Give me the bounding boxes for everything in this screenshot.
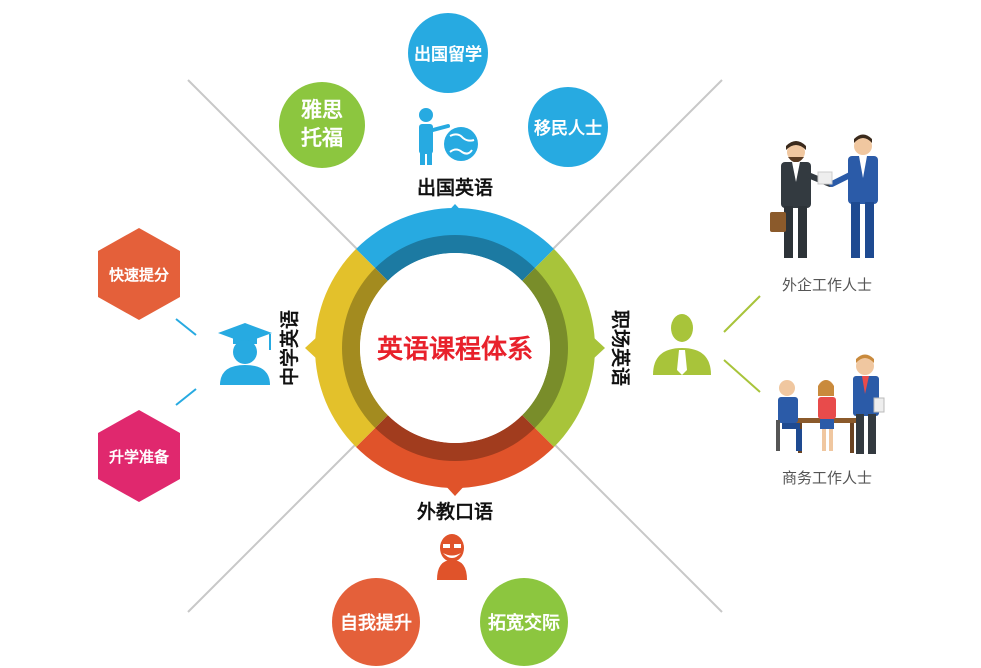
scene-foreign-company	[770, 134, 878, 258]
graduate-icon	[218, 323, 272, 385]
center-title: 英语课程体系	[377, 335, 533, 365]
ring-segment-top-inner	[375, 235, 535, 281]
bubble-study-abroad-label: 出国留学	[414, 44, 482, 65]
hexagon-quick-score	[98, 228, 180, 320]
scene-foreign-company-label: 外企工作人士	[782, 276, 872, 294]
ring-segment-right-inner	[522, 268, 569, 428]
bubble-ielts-toefl-label-2: 托福	[301, 126, 343, 150]
divider-line-top-right	[551, 79, 723, 251]
bubble-immigrants	[528, 87, 608, 167]
pointer-top	[443, 204, 467, 217]
ring-center	[360, 253, 550, 443]
ring-segment-right-outer	[534, 249, 595, 447]
segment-pointers	[305, 204, 605, 496]
scene-business-meeting-label: 商务工作人士	[782, 469, 872, 487]
divider-line-top-left	[187, 79, 361, 253]
scene-business-meeting	[776, 354, 885, 454]
bubble-self-improve	[332, 578, 420, 666]
pointer-right	[592, 336, 605, 360]
hexagon-quick-score-label: 快速提分	[109, 266, 169, 284]
ring-segment-left-inner	[341, 268, 388, 428]
pointer-bottom	[443, 483, 467, 496]
bubble-ielts-toefl	[279, 82, 365, 168]
bubble-study-abroad	[408, 13, 488, 93]
bubble-self-improve-label: 自我提升	[340, 612, 412, 634]
bubble-ielts-toefl-label-1: 雅思	[301, 98, 343, 122]
bottom-bubbles: 自我提升 拓宽交际	[332, 578, 568, 666]
pointer-left	[305, 336, 318, 360]
hexagon-school-prep-label: 升学准备	[109, 448, 170, 466]
segment-label-right: 职场英语	[609, 310, 632, 386]
divider-lines	[187, 79, 723, 613]
divider-line-bottom-right	[551, 441, 723, 613]
segment-label-left: 中学英语	[278, 310, 301, 386]
businessman-icon	[653, 314, 711, 375]
bubble-social-expand	[480, 578, 568, 666]
ring-segment-left-outer	[314, 249, 376, 447]
ring-segment-bottom-outer	[356, 427, 554, 488]
right-connectors	[723, 295, 761, 393]
left-hexagons: 快速提分 升学准备	[98, 228, 180, 502]
divider-line-bottom-left	[187, 439, 361, 613]
ring-segment-bottom-inner	[375, 415, 535, 462]
course-ring	[314, 208, 595, 488]
ring-segment-top-outer	[356, 208, 554, 269]
segment-label-bottom: 外教口语	[417, 500, 493, 523]
hexagon-school-prep	[98, 410, 180, 502]
presenter-globe-icon	[419, 108, 478, 165]
foreign-teacher-icon	[437, 534, 467, 580]
bubble-social-expand-label: 拓宽交际	[488, 612, 560, 634]
bubble-immigrants-label: 移民人士	[534, 118, 602, 139]
segment-label-top: 出国英语	[417, 176, 493, 199]
top-bubbles: 出国留学 雅思 托福 移民人士	[279, 13, 608, 168]
left-connectors	[175, 318, 197, 406]
